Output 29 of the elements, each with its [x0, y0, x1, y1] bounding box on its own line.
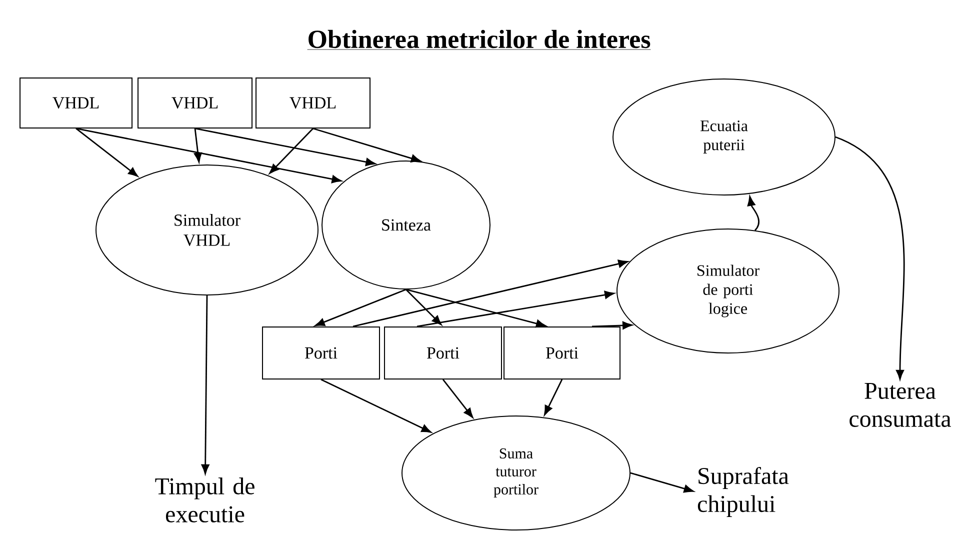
process-box: VHDL	[20, 78, 132, 128]
arrow	[201, 295, 210, 474]
arrow	[544, 379, 563, 416]
arrow	[406, 288, 442, 326]
result-label: Puterea consumata	[850, 383, 951, 427]
arrow	[406, 288, 546, 328]
arrow	[312, 128, 421, 162]
process-box: Porti	[384, 326, 502, 380]
arrow	[194, 128, 376, 166]
process-box: Porti	[262, 326, 380, 380]
arrow	[194, 128, 202, 162]
arrow	[592, 321, 632, 330]
arrow	[747, 196, 760, 231]
arrow	[835, 136, 905, 380]
result-label: Timpul de executie	[155, 478, 254, 522]
arrow	[352, 260, 628, 328]
arrow	[416, 290, 614, 328]
arrow	[630, 472, 694, 493]
process-box: VHDL	[256, 78, 370, 128]
arrow	[320, 378, 432, 433]
arrow	[76, 128, 138, 177]
process-box: VHDL	[138, 78, 252, 128]
title: Obtinerea metricilor de interes	[307, 30, 651, 50]
process-box: Porti	[504, 326, 620, 380]
arrow	[76, 128, 342, 184]
arrow	[442, 379, 474, 418]
result-label: Suprafata chipului	[698, 467, 789, 517]
arrow	[315, 288, 406, 326]
arrow	[269, 128, 314, 174]
